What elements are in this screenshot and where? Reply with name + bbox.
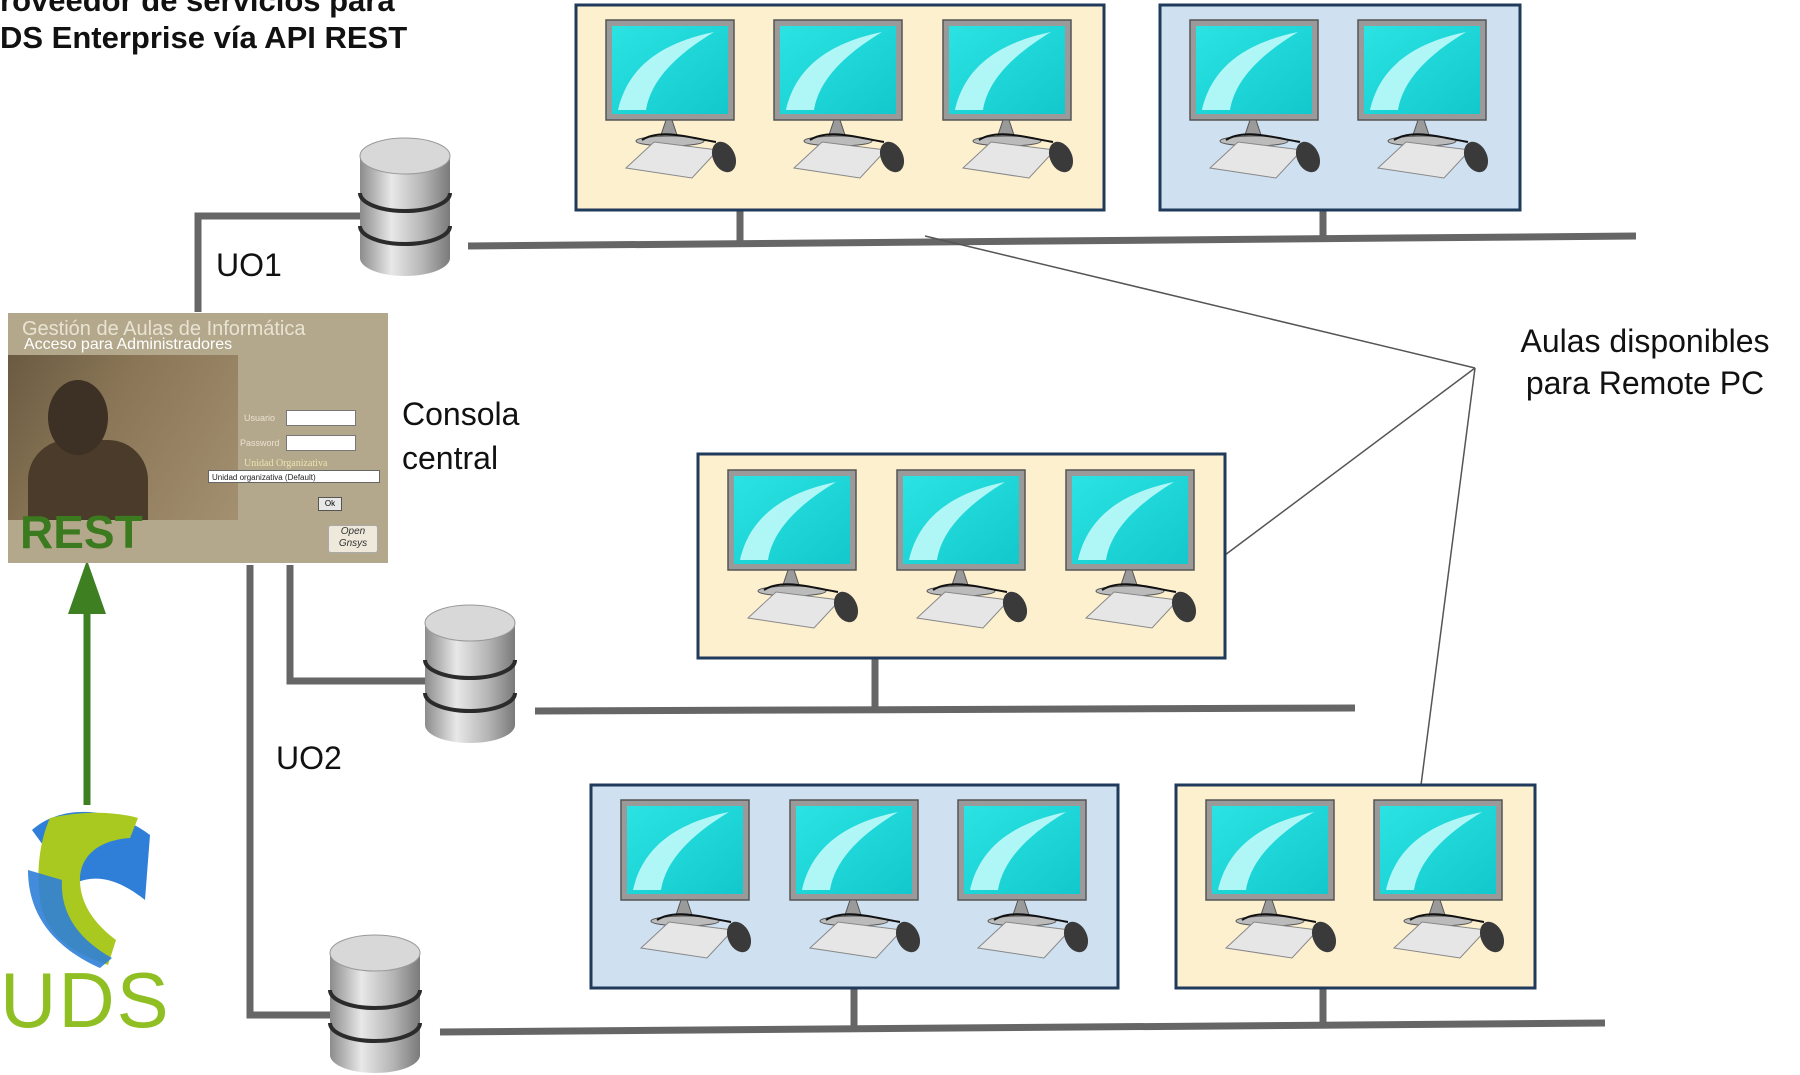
database-icon-uo1 [358, 136, 452, 278]
user-label: Usuario [244, 413, 276, 423]
title-line-2: DS Enterprise vía API REST [0, 20, 408, 55]
uo3-bus [439, 1019, 1606, 1036]
console-screenshot: Gestión de Aulas de Informática Acceso p… [8, 313, 388, 563]
org-label: Unidad Organizativa [244, 458, 328, 469]
console-label-line-2: central [402, 440, 499, 476]
diagram-title: roveedor de servicios para DS Enterprise… [0, 0, 407, 56]
password-label: Password [240, 438, 280, 448]
room-uo3-a [589, 783, 1120, 990]
uo1-label: UO1 [216, 247, 282, 283]
uds-logo-icon [28, 811, 150, 968]
opengnsys-logo: Open Gnsys [328, 525, 378, 553]
uo2-label: UO2 [276, 740, 342, 776]
console-label-line-1: Consola [402, 396, 520, 432]
ok-button[interactable]: Ok [318, 497, 342, 511]
database-icon-uo3 [328, 933, 422, 1075]
uo1-link [194, 212, 365, 312]
room-uo1-a [574, 3, 1106, 212]
room-uo3-b [1174, 783, 1537, 990]
aulas-label-line-2: para Remote PC [1525, 365, 1765, 401]
uo2-bus [534, 704, 1356, 715]
console-title: Gestión de Aulas de Informática [22, 318, 306, 340]
password-field[interactable] [286, 435, 356, 451]
rest-arrow [68, 560, 106, 805]
console-subtitle: Acceso para Administradores [24, 336, 233, 353]
uds-logo-text: UDS [0, 956, 171, 1044]
rest-label: REST [20, 506, 143, 558]
room-uo2 [696, 452, 1227, 660]
org-select[interactable]: Unidad organizativa (Default) [208, 470, 380, 483]
user-field[interactable] [286, 410, 356, 426]
aulas-label: Aulas disponibles para Remote PC [1490, 320, 1800, 404]
aulas-label-line-1: Aulas disponibles [1520, 323, 1770, 359]
uo2-link [286, 565, 425, 685]
console-photo [8, 355, 238, 520]
room-uo1-b [1158, 3, 1522, 212]
title-line-1: roveedor de servicios para [0, 0, 395, 18]
database-icon-uo2 [423, 603, 517, 745]
uo3-link [246, 565, 330, 1019]
uo1-bus [467, 232, 1637, 250]
callout-lines [924, 235, 1476, 786]
network-lines [194, 210, 1637, 1036]
